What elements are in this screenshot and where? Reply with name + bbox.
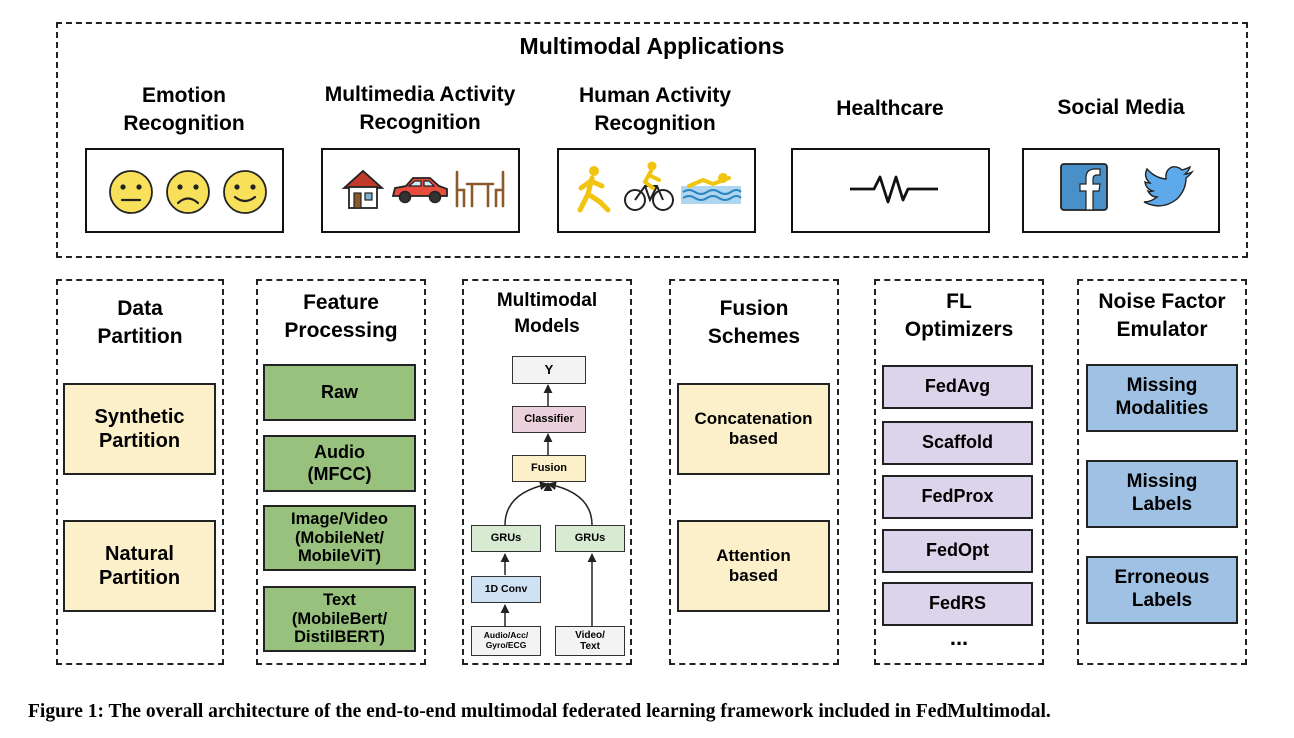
optimizer-fedopt: FedOpt bbox=[882, 529, 1033, 573]
app-box-emotion bbox=[85, 148, 284, 233]
noise-missing-labels: Missing Labels bbox=[1086, 460, 1238, 528]
walking-person-icon bbox=[577, 166, 611, 213]
model-1d-conv: 1D Conv bbox=[471, 576, 541, 603]
noise-missing-modalities: Missing Modalities bbox=[1086, 364, 1238, 432]
smile-face-icon bbox=[223, 170, 267, 214]
feature-processing-panel bbox=[256, 279, 426, 665]
app-label-human-activity: Human Activity Recognition bbox=[578, 84, 732, 135]
cyclist-icon bbox=[624, 161, 674, 211]
synthetic-partition-box: Synthetic Partition bbox=[63, 383, 216, 475]
model-connectors bbox=[500, 384, 597, 626]
noise-erroneous-labels: Erroneous Labels bbox=[1086, 556, 1238, 624]
facebook-icon bbox=[1060, 163, 1108, 211]
house-icon bbox=[341, 169, 385, 209]
attention-fusion-box: Attention based bbox=[677, 520, 830, 612]
applications-panel bbox=[56, 22, 1248, 258]
natural-partition-box: Natural Partition bbox=[63, 520, 216, 612]
app-label-multimedia: Multimedia Activity Recognition bbox=[324, 83, 516, 134]
ecg-pulse-icon bbox=[850, 175, 938, 204]
fusion-schemes-panel bbox=[669, 279, 839, 665]
data-partition-panel bbox=[56, 279, 224, 665]
app-label-healthcare: Healthcare bbox=[836, 97, 944, 120]
data-partition-title: Data Partition bbox=[97, 297, 183, 348]
optimizer-fedavg: FedAvg bbox=[882, 365, 1033, 409]
optimizer-fedrs: FedRS bbox=[882, 582, 1033, 626]
swimmer-icon bbox=[681, 173, 742, 204]
sad-face-icon bbox=[166, 170, 210, 214]
neutral-face-icon bbox=[109, 170, 153, 214]
model-input-sensors: Audio/Acc/ Gyro/ECG bbox=[471, 626, 541, 656]
fusion-schemes-title: Fusion Schemes bbox=[707, 297, 801, 348]
optimizer-fedprox: FedProx bbox=[882, 475, 1033, 519]
model-classifier: Classifier bbox=[512, 406, 586, 433]
figure-caption: Figure 1: The overall architecture of th… bbox=[28, 701, 1051, 722]
car-icon bbox=[391, 177, 448, 204]
optimizer-more-ellipsis: ... bbox=[949, 625, 969, 650]
applications-title: Multimodal Applications bbox=[519, 33, 785, 59]
feature-image-video-box: Image/Video (MobileNet/ MobileViT) bbox=[263, 505, 416, 571]
fl-optimizers-title: FL Optimizers bbox=[904, 290, 1014, 341]
app-box-social-media bbox=[1022, 148, 1220, 233]
app-box-human-activity bbox=[557, 148, 756, 233]
multimodal-models-panel bbox=[462, 279, 632, 665]
optimizer-scaffold: Scaffold bbox=[882, 421, 1033, 465]
noise-emulator-panel bbox=[1077, 279, 1247, 665]
app-label-social-media: Social Media bbox=[1057, 96, 1185, 119]
model-output-y: Y bbox=[512, 356, 586, 384]
concatenation-fusion-box: Concatenation based bbox=[677, 383, 830, 475]
feature-text-box: Text (MobileBert/ DistilBERT) bbox=[263, 586, 416, 652]
app-label-emotion: Emotion Recognition bbox=[123, 84, 245, 135]
feature-raw-box: Raw bbox=[263, 364, 416, 421]
model-input-video-text: Video/ Text bbox=[555, 626, 625, 656]
feature-processing-title: Feature Processing bbox=[284, 291, 398, 342]
model-fusion: Fusion bbox=[512, 455, 586, 482]
app-box-healthcare bbox=[791, 148, 990, 233]
fl-optimizers-panel bbox=[874, 279, 1044, 665]
noise-emulator-title: Noise Factor Emulator bbox=[1098, 290, 1226, 341]
dining-table-icon bbox=[455, 170, 505, 208]
multimodal-models-title: Multimodal Models bbox=[496, 290, 598, 337]
twitter-icon bbox=[1143, 165, 1195, 207]
app-box-multimedia bbox=[321, 148, 520, 233]
feature-audio-box: Audio (MFCC) bbox=[263, 435, 416, 492]
model-gru-left: GRUs bbox=[471, 525, 541, 552]
model-gru-right: GRUs bbox=[555, 525, 625, 552]
